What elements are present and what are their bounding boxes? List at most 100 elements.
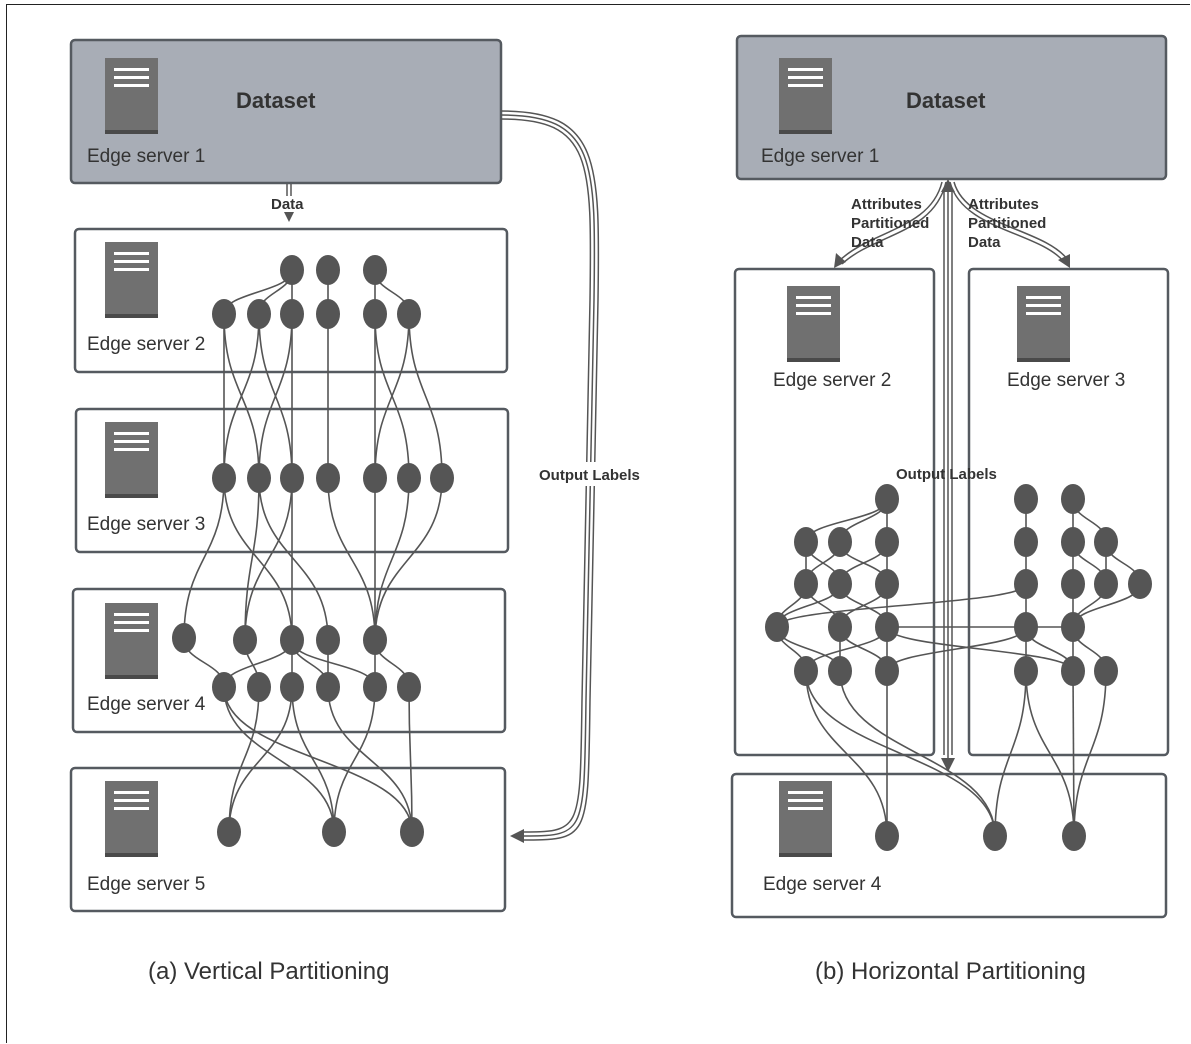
server-icon xyxy=(1017,286,1070,362)
server-icon-base xyxy=(105,675,158,679)
server-icon-line xyxy=(114,84,149,87)
neuron-node xyxy=(1014,656,1038,686)
server-icon-line xyxy=(114,252,149,255)
horizontal-partitioning-panel: Dataset Edge server 1 Edge server 2 Edge… xyxy=(730,34,1170,985)
server-icon-line xyxy=(1026,312,1061,315)
neuron-node xyxy=(828,527,852,557)
server-icon-line xyxy=(114,68,149,71)
network-edge xyxy=(327,686,413,833)
neuron-node xyxy=(316,463,340,493)
neuron-node xyxy=(363,625,387,655)
edge-server-5-label-left: Edge server 5 xyxy=(87,874,205,895)
edge-server-2-label-left: Edge server 2 xyxy=(87,334,205,355)
network-edge xyxy=(291,686,335,833)
figure-frame xyxy=(6,4,1190,1043)
attribute-arrow-right xyxy=(949,181,1069,263)
neuron-node xyxy=(280,299,304,329)
server-icon-line xyxy=(114,448,149,451)
neuron-node xyxy=(316,255,340,285)
neuron-node xyxy=(1094,527,1118,557)
server-icon xyxy=(779,781,832,857)
neuron-node xyxy=(322,817,346,847)
output-labels-label-right: Output Labels xyxy=(896,466,997,483)
neuron-node xyxy=(212,463,236,493)
network-edge xyxy=(327,477,376,641)
server-icon xyxy=(105,781,158,857)
neuron-node xyxy=(875,527,899,557)
network-edge xyxy=(258,477,329,641)
server-icon xyxy=(105,242,158,318)
neuron-node xyxy=(765,612,789,642)
vertical-partitioning-panel: Dataset Edge server 1 Edge server 2 Edge… xyxy=(69,38,648,985)
server-icon-base xyxy=(787,358,840,362)
neuron-node xyxy=(794,569,818,599)
network-nodes-left xyxy=(172,255,454,847)
server-icon-line xyxy=(796,296,831,299)
neuron-node xyxy=(280,255,304,285)
server-icon-line xyxy=(114,613,149,616)
server-icon-line xyxy=(796,304,831,307)
dataset-title-right: Dataset xyxy=(906,88,986,113)
attr-label-left-2: Partitioned xyxy=(851,215,929,232)
server-icon-line xyxy=(788,68,823,71)
network-edge xyxy=(374,477,443,641)
network-edge xyxy=(408,686,413,833)
network-edge xyxy=(228,686,260,833)
neuron-node xyxy=(983,821,1007,851)
edge-server-4-label-left: Edge server 4 xyxy=(87,694,206,715)
network-edge xyxy=(994,670,1027,837)
output-arrowhead-down xyxy=(941,758,955,772)
server-icon-base xyxy=(105,314,158,318)
edge-server-4-box-right xyxy=(730,772,1168,919)
neuron-node xyxy=(1061,612,1085,642)
neuron-node xyxy=(363,463,387,493)
neuron-node xyxy=(1014,612,1038,642)
neuron-node xyxy=(400,817,424,847)
neuron-node xyxy=(1062,821,1086,851)
neuron-node xyxy=(430,463,454,493)
network-edge xyxy=(223,686,413,833)
server-icon-line xyxy=(114,799,149,802)
neuron-node xyxy=(316,299,340,329)
attr-arrowhead-right xyxy=(1058,254,1070,268)
server-icon xyxy=(105,422,158,498)
neuron-node xyxy=(828,612,852,642)
network-edge xyxy=(374,313,410,479)
network-edge xyxy=(1073,670,1107,837)
neuron-node xyxy=(280,463,304,493)
server-icon-line xyxy=(788,76,823,79)
neuron-node xyxy=(316,625,340,655)
neuron-node xyxy=(875,484,899,514)
network-edge xyxy=(1072,670,1075,837)
neuron-node xyxy=(363,299,387,329)
network-edge xyxy=(244,477,293,641)
neuron-node xyxy=(1061,569,1085,599)
attr-label-right-1: Attributes xyxy=(968,196,1039,213)
server-icon-line xyxy=(114,621,149,624)
server-icon-base xyxy=(105,853,158,857)
attr-label-left-1: Attributes xyxy=(851,196,922,213)
attribute-arrow-left xyxy=(837,181,947,265)
neuron-node xyxy=(363,255,387,285)
server-icon-line xyxy=(788,799,823,802)
network-nodes-right xyxy=(765,484,1152,851)
neuron-node xyxy=(1014,484,1038,514)
neuron-node xyxy=(233,625,257,655)
server-icon xyxy=(105,603,158,679)
neuron-node xyxy=(1061,656,1085,686)
edge-server-1-label-left: Edge server 1 xyxy=(87,146,205,167)
neuron-node xyxy=(397,299,421,329)
server-icon xyxy=(779,58,832,134)
dataset-box-right xyxy=(735,34,1168,181)
attr-label-right-3: Data xyxy=(968,234,1001,251)
network-edge xyxy=(805,670,996,837)
neuron-node xyxy=(1014,569,1038,599)
edge-server-5-box-left xyxy=(69,766,507,913)
attr-label-left-3: Data xyxy=(851,234,884,251)
network-edge xyxy=(776,583,1027,628)
server-icon-base xyxy=(105,494,158,498)
edge-server-3-label-left: Edge server 3 xyxy=(87,514,205,535)
network-edge xyxy=(258,313,293,479)
output-arrowhead-left xyxy=(510,829,524,843)
neuron-node xyxy=(794,527,818,557)
